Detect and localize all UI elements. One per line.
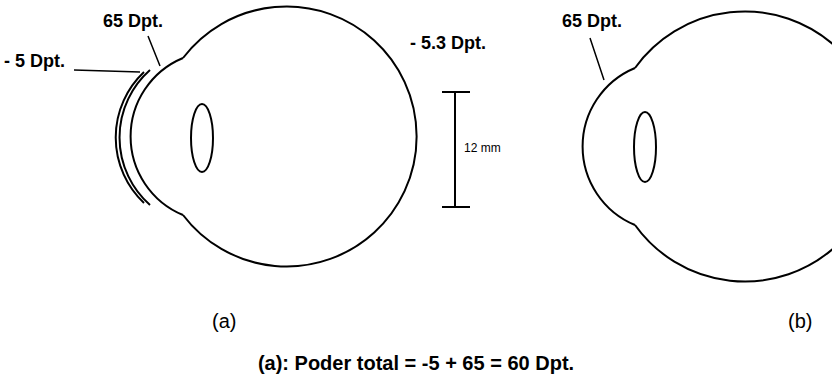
- power-label: - 5.3 Dpt.: [410, 34, 486, 54]
- spectacle-lens: [454, 92, 456, 207]
- eye-globe: [183, 6, 417, 266]
- contact-lens: [120, 70, 150, 205]
- panel-label: (a): [212, 310, 236, 332]
- cornea: [583, 68, 635, 225]
- panel-label: (b): [788, 310, 812, 332]
- power-label: 65 Dpt.: [103, 12, 163, 32]
- power-label: 65 Dpt.: [562, 12, 622, 32]
- eye-globe: [635, 11, 832, 281]
- power-label: - 5 Dpt.: [4, 52, 65, 72]
- contact-lens: [116, 72, 144, 203]
- crystalline-lens: [191, 104, 213, 172]
- spectacle-lens: [442, 206, 470, 208]
- caption: (a): Poder total = -5 + 65 = 60 Dpt.: [258, 352, 574, 374]
- spectacle-lens: [442, 91, 470, 93]
- leader-line: [74, 70, 140, 72]
- leader-line: [148, 36, 160, 66]
- dimension-label: 12 mm: [464, 142, 501, 155]
- crystalline-lens: [634, 112, 656, 182]
- leader-line: [590, 38, 604, 80]
